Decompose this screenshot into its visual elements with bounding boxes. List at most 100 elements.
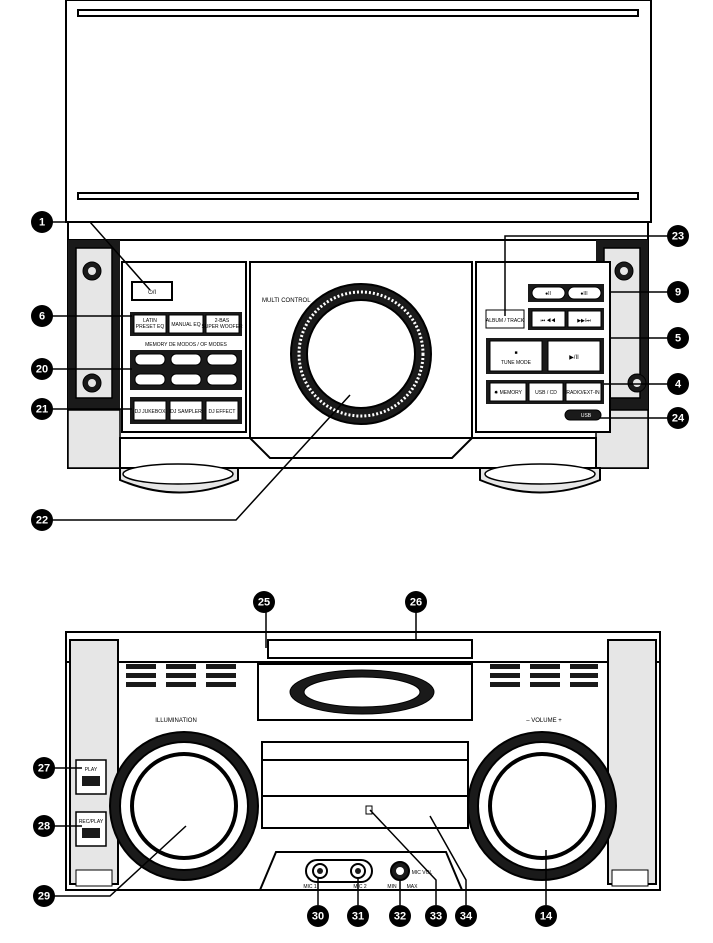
usb-rec-port-label: REC/PLAY bbox=[79, 819, 104, 825]
top-lid bbox=[65, 0, 652, 223]
callout-badge-24 bbox=[667, 407, 689, 429]
callout-number-25: 25 bbox=[258, 597, 270, 609]
left-screw-top-inner bbox=[88, 267, 96, 275]
play-pause-button[interactable] bbox=[547, 340, 601, 372]
memory-button-6[interactable] bbox=[206, 373, 238, 386]
callout-badge-14 bbox=[535, 905, 557, 927]
leader-22 bbox=[52, 394, 351, 521]
multi-control-label: MULTI CONTROL bbox=[262, 298, 311, 304]
min-label: MIN bbox=[387, 884, 397, 890]
usb-play-button-1[interactable] bbox=[531, 286, 566, 300]
memory-button-3[interactable] bbox=[206, 353, 238, 366]
callout-badge-28 bbox=[33, 815, 55, 837]
usb-play-port-label: PLAY bbox=[85, 767, 98, 773]
max-label: MAX bbox=[407, 884, 419, 890]
dj-effect-button[interactable] bbox=[205, 400, 239, 421]
bottom-unit: ILLUMINATION – VOLUME + PLAY REC/PLAY M bbox=[65, 631, 661, 891]
dj-jukebox-button[interactable] bbox=[133, 400, 167, 421]
callout-number-27: 27 bbox=[38, 763, 50, 775]
callout-number-21: 21 bbox=[36, 404, 48, 416]
callout-number-1: 1 bbox=[39, 217, 45, 229]
callout-number-26: 26 bbox=[410, 597, 422, 609]
stop-label: ■ bbox=[514, 350, 517, 356]
radio-ext-in-button[interactable] bbox=[565, 382, 602, 402]
leader-33 bbox=[369, 809, 437, 905]
fast-forward-label: ▶▶/⏭ bbox=[577, 318, 591, 324]
usb-play-port[interactable] bbox=[82, 776, 100, 786]
left-foot-block bbox=[67, 409, 121, 469]
usb-cd-button[interactable] bbox=[528, 382, 564, 402]
body-top-rail bbox=[67, 221, 649, 241]
callout-badge-5 bbox=[667, 327, 689, 349]
illumination-knob[interactable] bbox=[130, 752, 238, 860]
fast-forward-button[interactable] bbox=[567, 310, 602, 328]
dj-sampler-button[interactable] bbox=[169, 400, 203, 421]
mic-vol-knob-center bbox=[396, 867, 404, 875]
leader-34 bbox=[429, 815, 467, 905]
callout-number-30: 30 bbox=[312, 911, 324, 923]
right-vents bbox=[490, 664, 598, 687]
memory-button-4[interactable] bbox=[134, 373, 166, 386]
memory-button-2[interactable] bbox=[170, 353, 202, 366]
right-foot-pad bbox=[484, 463, 596, 485]
center-dome-inner bbox=[303, 676, 421, 708]
callout-number-24: 24 bbox=[672, 413, 685, 425]
callout-badge-34 bbox=[455, 905, 477, 927]
callout-number-33: 33 bbox=[430, 911, 442, 923]
album-track-label: ALBUM / TRACK bbox=[486, 318, 525, 324]
power-button[interactable] bbox=[131, 281, 173, 301]
left-vents bbox=[126, 664, 236, 687]
callout-badge-23 bbox=[667, 225, 689, 247]
callout-number-29: 29 bbox=[38, 891, 50, 903]
left-screw-bottom-inner bbox=[88, 379, 96, 387]
leader-5 bbox=[609, 318, 668, 339]
base-plate bbox=[119, 437, 597, 469]
super-woofer-button[interactable] bbox=[205, 314, 240, 334]
rewind-label: ⏮ ◀◀ bbox=[541, 318, 556, 324]
tune-mode-button[interactable] bbox=[489, 340, 543, 372]
callout-badge-1 bbox=[31, 211, 53, 233]
mic-vol-label: MIC VOL bbox=[412, 870, 433, 876]
lid-slot-top bbox=[77, 9, 639, 17]
leader-lines bbox=[52, 221, 668, 905]
dj-jukebox-label: DJ JUKEBOX bbox=[135, 409, 167, 415]
memory-button-5[interactable] bbox=[170, 373, 202, 386]
leader-23 bbox=[504, 235, 668, 316]
right-screw-bottom-inner bbox=[633, 379, 641, 387]
usb-port-top[interactable] bbox=[564, 409, 602, 421]
callout-badge-20 bbox=[31, 358, 53, 380]
left-foot-pad bbox=[122, 463, 234, 485]
power-button-label: ⏻/I bbox=[148, 289, 156, 296]
volume-label: – VOLUME + bbox=[526, 718, 562, 724]
callout-badge-9 bbox=[667, 281, 689, 303]
callout-number-23: 23 bbox=[672, 231, 684, 243]
usb-rec-port[interactable] bbox=[82, 828, 100, 838]
multi-control-knob[interactable] bbox=[306, 299, 416, 409]
disc-slot bbox=[267, 639, 473, 659]
volume-knob[interactable] bbox=[488, 752, 596, 860]
memory-row-label: MEMORY DE MODOS / OF MODES bbox=[145, 342, 227, 348]
callout-badge-27 bbox=[33, 757, 55, 779]
callout-badge-29 bbox=[33, 885, 55, 907]
usb-play-button-2[interactable] bbox=[567, 286, 602, 300]
callout-number-14: 14 bbox=[540, 911, 553, 923]
callout-number-6: 6 bbox=[39, 311, 45, 323]
callout-badge-32 bbox=[389, 905, 411, 927]
callout-number-28: 28 bbox=[38, 821, 50, 833]
tune-mode-label: TUNE MODE bbox=[501, 360, 532, 366]
usb-play-button-2-label: ●III bbox=[580, 291, 587, 297]
bluetooth-button[interactable] bbox=[489, 382, 527, 402]
latin-preset-eq-button[interactable] bbox=[133, 314, 167, 334]
callout-badge-26 bbox=[405, 591, 427, 613]
callout-number-20: 20 bbox=[36, 364, 48, 376]
rewind-button[interactable] bbox=[531, 310, 566, 328]
remote-sensor bbox=[365, 805, 373, 815]
manual-eq-button[interactable] bbox=[168, 314, 204, 334]
usb-play-button-1-label: ●II bbox=[545, 291, 551, 297]
display-window bbox=[261, 741, 469, 829]
memory-button-1[interactable] bbox=[134, 353, 166, 366]
radio-ext-in-label: RADIO/EXT-IN bbox=[566, 390, 600, 396]
